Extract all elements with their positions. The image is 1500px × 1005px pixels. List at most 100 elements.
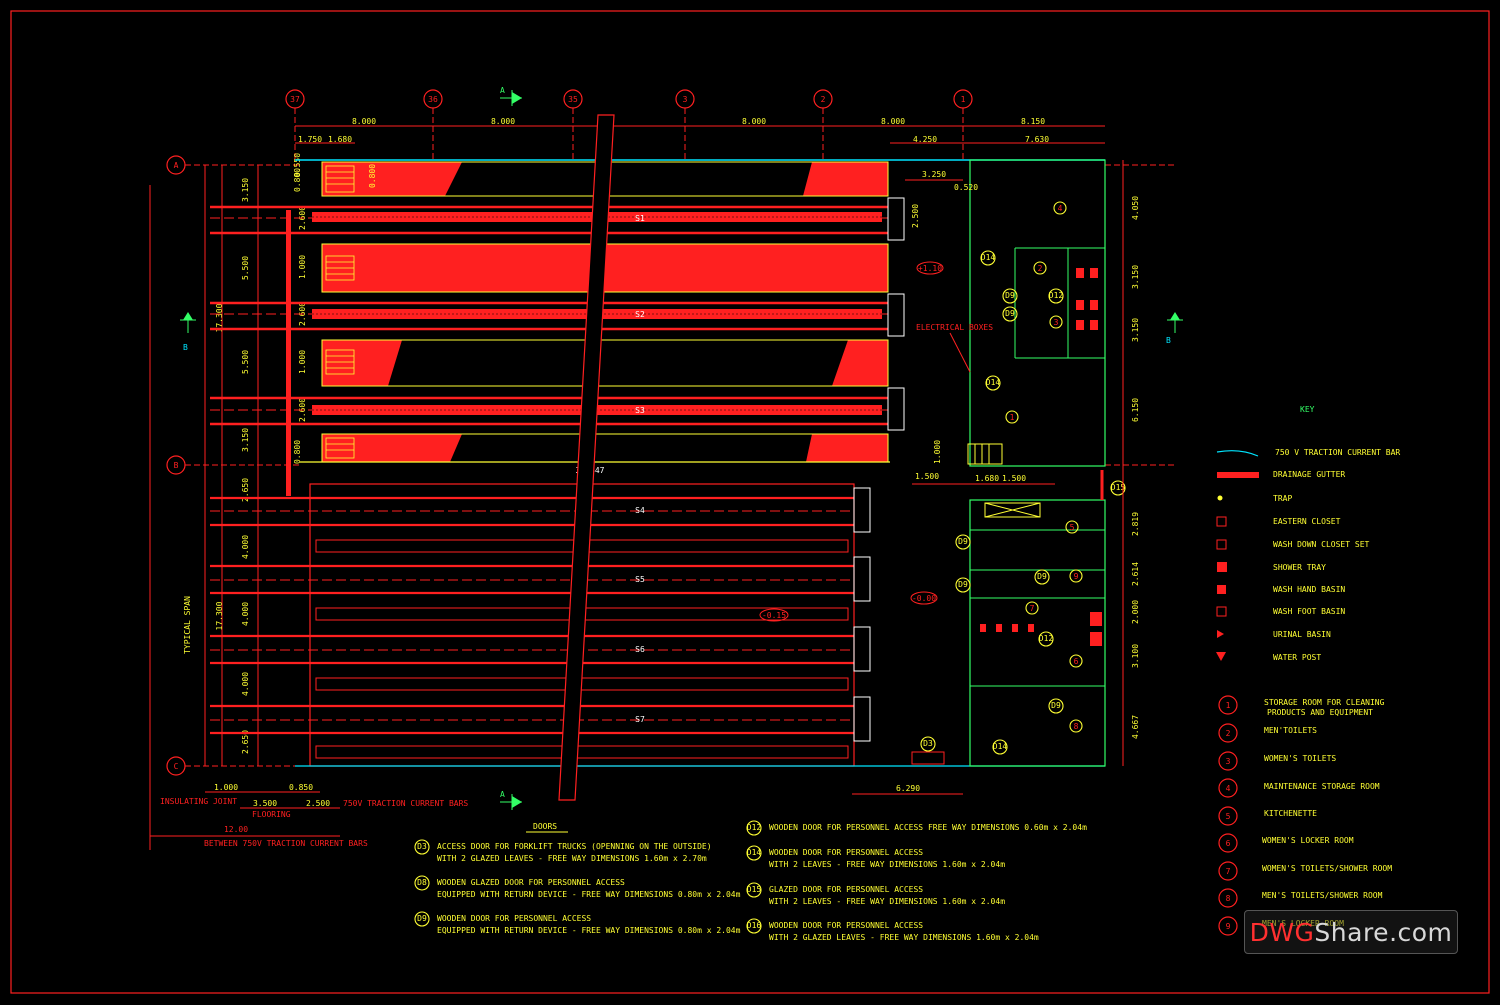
shower-tray-symbol: [1217, 562, 1227, 572]
key-title: KEY: [1300, 405, 1315, 414]
svg-text:750 V TRACTION CURRENT BAR: 750 V TRACTION CURRENT BAR: [1275, 448, 1400, 457]
svg-text:9: 9: [1074, 572, 1079, 581]
grid-col-37: 37: [290, 95, 300, 104]
svg-text:8.000: 8.000: [742, 117, 766, 126]
grid-row-c: C: [174, 762, 179, 771]
svg-text:D14: D14: [981, 253, 996, 262]
room-6-label: WOMEN'S LOCKER ROOM: [1262, 836, 1354, 845]
door-d9-line1: WOODEN DOOR FOR PERSONNEL ACCESS: [437, 914, 591, 923]
svg-text:0.550: 0.550: [293, 153, 302, 177]
svg-text:D12: D12: [1049, 291, 1064, 300]
door-d8-line2: EQUIPPED WITH RETURN DEVICE - FREE WAY D…: [437, 890, 741, 899]
svg-text:9: 9: [1226, 922, 1231, 931]
door-d8-line1: WOODEN GLAZED DOOR FOR PERSONNEL ACCESS: [437, 878, 625, 887]
track-s1: S1: [635, 214, 645, 223]
svg-text:5: 5: [1070, 523, 1075, 532]
amenity-dimensions: 3.250 0.520 2.500 1.000 1.500 1.680 1.50…: [852, 160, 1140, 795]
svg-text:8: 8: [1074, 722, 1079, 731]
water-post-symbol: [1216, 652, 1226, 661]
left-dimension-chain: 0.550 3.150 5.500 5.500 3.150 2.650 4.00…: [149, 153, 307, 850]
svg-text:4.000: 4.000: [241, 672, 250, 696]
svg-text:7.630: 7.630: [1025, 135, 1049, 144]
door-d3-line1: ACCESS DOOR FOR FORKLIFT TRUCKS (OPENNIN…: [437, 842, 712, 851]
svg-text:1: 1: [1010, 413, 1015, 422]
svg-text:4.667: 4.667: [1131, 715, 1140, 739]
svg-text:2.650: 2.650: [241, 478, 250, 502]
grid-col-35: 35: [568, 95, 578, 104]
electrical-boxes-label: ELECTRICAL BOXES: [916, 323, 993, 332]
track-s6: S6: [635, 645, 645, 654]
urinal-basin-symbol: [1217, 630, 1224, 638]
svg-text:6.150: 6.150: [1131, 398, 1140, 422]
top-dimension-chain: 8.000 8.000 8.000 8.000 8.150 1.750 1.68…: [295, 117, 1105, 144]
svg-text:4: 4: [1226, 784, 1231, 793]
room-2-label: MEN'TOILETS: [1264, 726, 1317, 735]
svg-text:3.250: 3.250: [922, 170, 946, 179]
svg-text:6: 6: [1074, 657, 1079, 666]
svg-text:8: 8: [1226, 894, 1231, 903]
svg-text:TYPICAL SPAN: TYPICAL SPAN: [183, 596, 192, 654]
svg-text:6.290: 6.290: [896, 784, 920, 793]
trap-symbol: [1217, 495, 1223, 501]
section-mark-a-bottom: A: [500, 790, 522, 810]
svg-text:17.300: 17.300: [215, 303, 224, 332]
svg-text:5.500: 5.500: [241, 350, 250, 374]
svg-text:4: 4: [1058, 204, 1063, 213]
traction-bars-label: 750V TRACTION CURRENT BARS: [343, 799, 468, 808]
svg-text:3.500: 3.500: [253, 799, 277, 808]
svg-text:0.800: 0.800: [293, 168, 302, 192]
svg-text:D9: D9: [1037, 572, 1047, 581]
track-s7: S7: [635, 715, 645, 724]
svg-text:D9: D9: [1005, 291, 1015, 300]
doors-title: DOORS: [533, 822, 557, 831]
doors-schedule: DOORS D3 D8 D9 D12 D14 D15 D16 ACCESS DO…: [414, 820, 1087, 942]
svg-text:7: 7: [1030, 604, 1035, 613]
svg-text:D14: D14: [993, 742, 1008, 751]
level-c: -0.15: [762, 611, 786, 620]
svg-text:WATER POST: WATER POST: [1273, 653, 1321, 662]
svg-text:D12: D12: [747, 823, 762, 832]
door-d16-line2: WITH 2 GLAZED LEAVES - FREE WAY DIMENSIO…: [769, 933, 1039, 942]
svg-text:4.000: 4.000: [241, 602, 250, 626]
svg-text:4.050: 4.050: [1131, 196, 1140, 220]
svg-text:2: 2: [1226, 729, 1231, 738]
door-d15-line1: GLAZED DOOR FOR PERSONNEL ACCESS: [769, 885, 923, 894]
svg-text:1.750: 1.750: [298, 135, 322, 144]
svg-text:3: 3: [1054, 318, 1059, 327]
room-4-label: MAINTENANCE STORAGE ROOM: [1264, 782, 1380, 791]
svg-text:3.150: 3.150: [1131, 318, 1140, 342]
svg-text:5.500: 5.500: [241, 256, 250, 280]
traction-bar-symbol: [1216, 450, 1259, 457]
svg-text:D3: D3: [923, 739, 933, 748]
section-mark-b-left: B: [180, 312, 196, 352]
wash-foot-basin-symbol: [1216, 606, 1227, 617]
door-d15-line2: WITH 2 LEAVES - FREE WAY DIMENSIONS 1.60…: [769, 897, 1005, 906]
svg-text:0.850: 0.850: [289, 783, 313, 792]
svg-text:1.000: 1.000: [214, 783, 238, 792]
level-b: -0.00: [912, 594, 936, 603]
grid-col-36: 36: [428, 95, 438, 104]
svg-text:SHOWER TRAY: SHOWER TRAY: [1273, 563, 1326, 572]
svg-text:D9: D9: [417, 914, 427, 923]
section-b-label-right: B: [1166, 336, 1171, 345]
svg-text:D9: D9: [1051, 701, 1061, 710]
section-mark-b-right: B: [1166, 312, 1183, 345]
room-8-label: MEN'S TOILETS/SHOWER ROOM: [1262, 891, 1383, 900]
svg-text:WASH FOOT BASIN: WASH FOOT BASIN: [1273, 607, 1345, 616]
level-a: +1.10: [918, 264, 942, 273]
svg-text:D15: D15: [747, 885, 762, 894]
track-s2: S2: [635, 310, 645, 319]
svg-text:D16: D16: [747, 921, 762, 930]
svg-text:2.650: 2.650: [241, 730, 250, 754]
break-line: [558, 114, 615, 801]
eastern-closet-symbol: [1216, 516, 1227, 527]
svg-text:3.150: 3.150: [241, 428, 250, 452]
room-5-label: KITCHENETTE: [1264, 809, 1317, 818]
key-legend: KEY 750 V TRACTION CURRENT BAR DRAINAGE …: [1216, 405, 1400, 936]
door-d3-line2: WITH 2 GLAZED LEAVES - FREE WAY DIMENSIO…: [437, 854, 707, 863]
door-d16-line1: WOODEN DOOR FOR PERSONNEL ACCESS: [769, 921, 923, 930]
wash-hand-basin-symbol: [1217, 585, 1226, 594]
svg-text:1.680: 1.680: [328, 135, 352, 144]
svg-text:3.150: 3.150: [241, 178, 250, 202]
